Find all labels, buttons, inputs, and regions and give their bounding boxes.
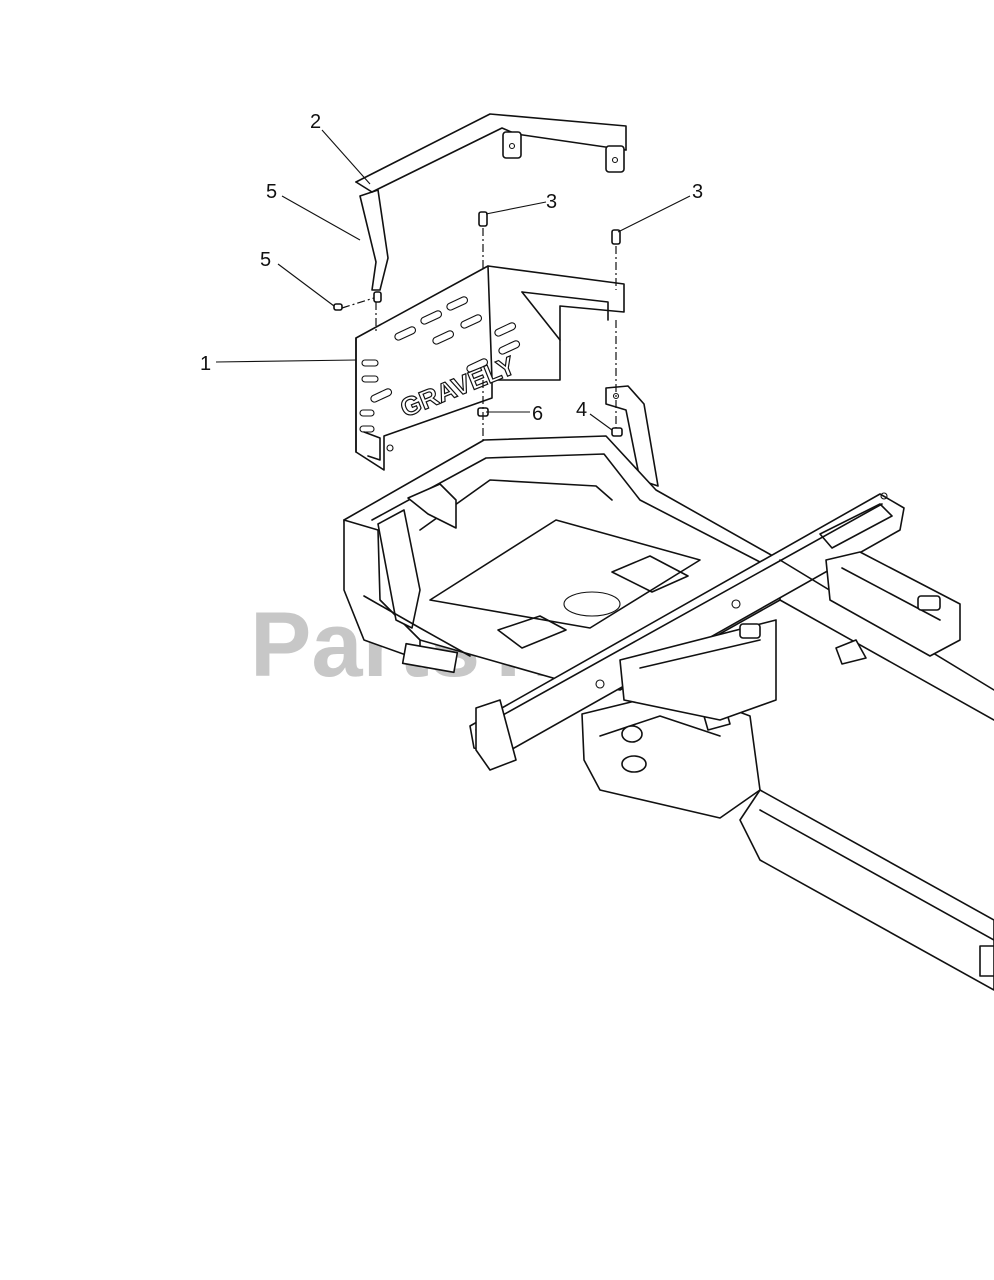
part-2-bracket (355, 113, 627, 291)
hardware-fasteners (333, 211, 623, 437)
callout-3-right: 3 (692, 181, 703, 203)
callout-5-upper: 5 (266, 181, 277, 203)
callout-5-lower: 5 (260, 249, 271, 271)
assembly-center-lines (341, 228, 617, 440)
plate-slots (359, 296, 521, 433)
leader-lines (215, 129, 691, 431)
callout-6: 6 (532, 403, 543, 425)
callout-3-left: 3 (546, 191, 557, 213)
callout-2: 2 (310, 111, 321, 133)
callout-4: 4 (576, 399, 587, 421)
mower-frame (343, 435, 994, 991)
callout-1: 1 (200, 353, 211, 375)
callouts: 2 5 5 1 3 3 4 6 (200, 111, 703, 425)
